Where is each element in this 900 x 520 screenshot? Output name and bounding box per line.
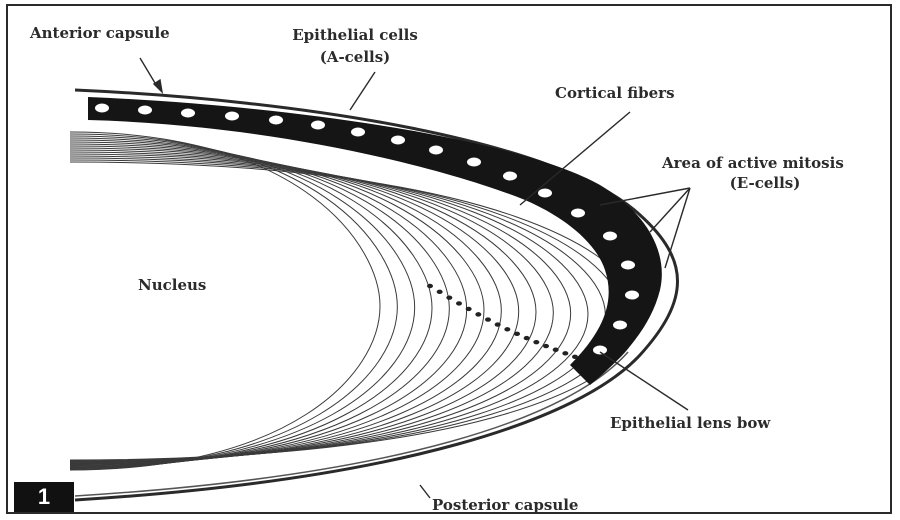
cell-nucleus bbox=[181, 109, 195, 118]
cell-nucleus bbox=[391, 136, 405, 145]
figure-number-badge: 1 bbox=[14, 482, 74, 512]
posterior-capsule-line bbox=[75, 352, 628, 496]
cell-nucleus bbox=[269, 116, 283, 125]
cell-nucleus bbox=[613, 321, 627, 330]
cell-nucleus bbox=[603, 232, 617, 241]
cell-nucleus bbox=[503, 172, 517, 181]
fiber-arc bbox=[70, 158, 605, 461]
fiber-arc bbox=[70, 148, 519, 465]
fiber-arc bbox=[70, 152, 553, 463]
label-nucleus: Nucleus bbox=[138, 276, 206, 294]
label-posterior-capsule: Posterior capsule bbox=[432, 496, 578, 514]
cell-nucleus bbox=[467, 158, 481, 167]
bow-nucleus-dot bbox=[437, 290, 443, 294]
label-epithelial-cells: Epithelial cells bbox=[292, 26, 418, 44]
bow-nucleus-dot bbox=[495, 322, 501, 326]
bow-nucleus-dot bbox=[456, 301, 462, 305]
bow-nucleus-dot bbox=[475, 312, 481, 316]
bow-nucleus-dot bbox=[543, 344, 549, 348]
label-active-mitosis: Area of active mitosis bbox=[661, 154, 844, 172]
label-cortical-fibers: Cortical fibers bbox=[555, 84, 675, 102]
cell-nucleus bbox=[593, 346, 607, 355]
bow-nucleus-dot bbox=[427, 284, 433, 288]
nuclear-bow-dots bbox=[427, 284, 578, 359]
cell-nucleus bbox=[625, 291, 639, 300]
bow-nucleus-dot bbox=[466, 307, 472, 311]
cell-nucleus bbox=[311, 121, 325, 130]
bow-nucleus-dot bbox=[533, 340, 539, 344]
bow-nucleus-dot bbox=[504, 327, 510, 331]
fiber-arc bbox=[70, 132, 380, 470]
cell-nucleus bbox=[138, 106, 152, 115]
bow-nucleus-dot bbox=[553, 348, 559, 352]
label-a-cells: (A-cells) bbox=[320, 48, 391, 66]
bow-nucleus-dot bbox=[514, 332, 520, 336]
cell-nucleus bbox=[351, 128, 365, 137]
epithelial-cell-layer bbox=[88, 97, 662, 385]
cell-nucleus bbox=[571, 209, 585, 218]
bow-nucleus-dot bbox=[524, 336, 530, 340]
bow-nucleus-dot bbox=[572, 355, 578, 359]
cell-nucleus bbox=[429, 146, 443, 155]
cell-nucleus bbox=[538, 189, 552, 198]
label-anterior-capsule: Anterior capsule bbox=[29, 24, 170, 42]
cell-nucleus bbox=[621, 261, 635, 270]
bow-nucleus-dot bbox=[485, 317, 491, 321]
fiber-arc bbox=[70, 140, 449, 467]
label-epithelial-lens-bow: Epithelial lens bow bbox=[610, 414, 771, 432]
label-e-cells: (E-cells) bbox=[730, 174, 801, 192]
cell-nucleus bbox=[225, 112, 239, 121]
fiber-arc bbox=[70, 146, 501, 465]
cell-nucleus bbox=[95, 104, 109, 113]
bow-nucleus-dot bbox=[562, 351, 568, 355]
bow-nucleus-dot bbox=[446, 295, 452, 299]
